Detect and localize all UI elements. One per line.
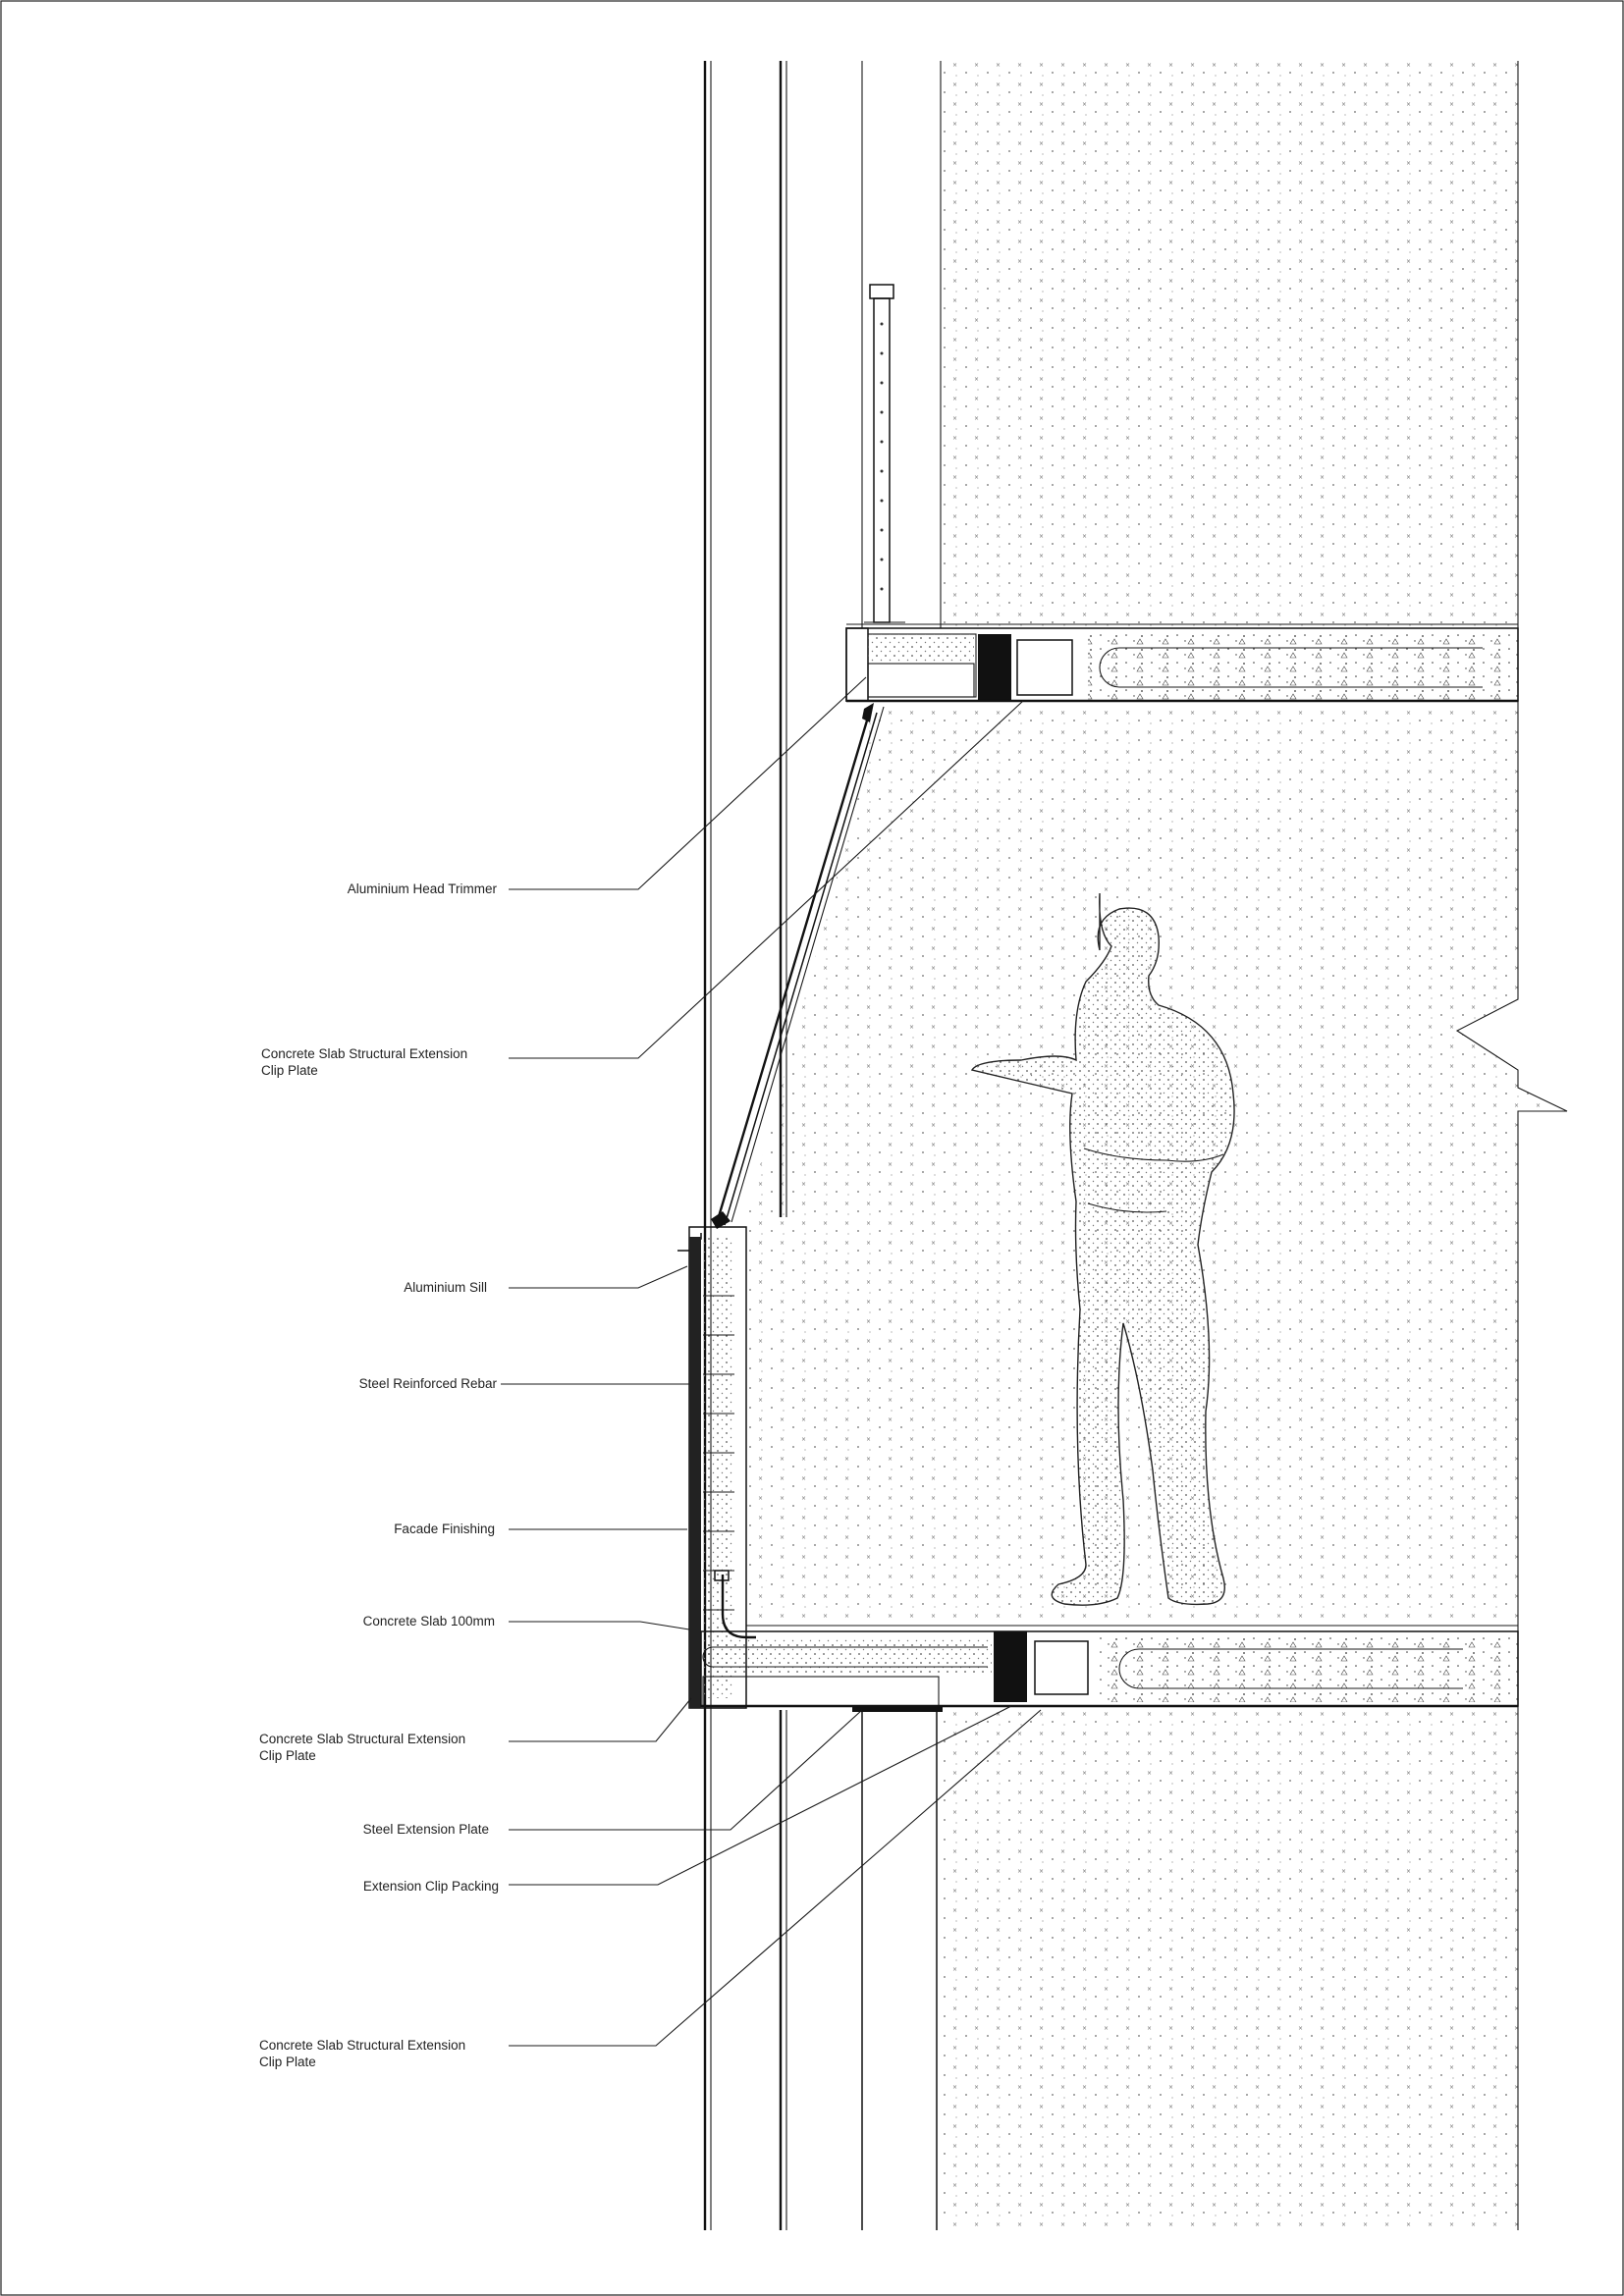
label-extension-clip-packing: Extension Clip Packing — [363, 1879, 499, 1894]
upper-slab — [845, 623, 1519, 703]
leader-lines — [501, 676, 1042, 2047]
label-steel-rebar: Steel Reinforced Rebar — [359, 1376, 498, 1391]
human-figure — [970, 892, 1235, 1606]
label-steel-extension-plate: Steel Extension Plate — [363, 1822, 489, 1837]
label-facade-finishing: Facade Finishing — [394, 1522, 495, 1536]
facade-wall — [677, 1226, 756, 1709]
label-concrete-slab: Concrete Slab 100mm — [363, 1614, 495, 1629]
label-aluminium-sill: Aluminium Sill — [404, 1280, 487, 1295]
inclined-glass — [711, 703, 885, 1229]
callout-labels: Aluminium Head Trimmer Concrete Slab Str… — [259, 881, 499, 2069]
label-head-trimmer: Aluminium Head Trimmer — [348, 881, 498, 896]
break-line — [1455, 61, 1568, 2230]
glazing-mullions — [703, 61, 942, 2230]
perforated-post — [864, 284, 905, 623]
lower-slab — [700, 1625, 1519, 1712]
